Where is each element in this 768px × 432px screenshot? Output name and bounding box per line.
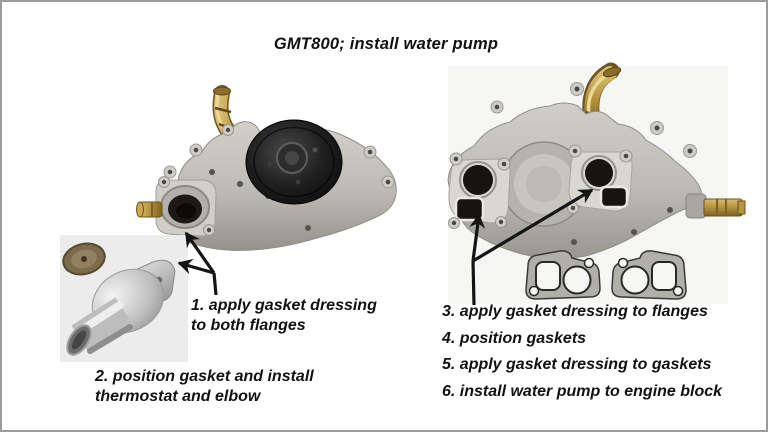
- bolt-ears: [490, 82, 697, 245]
- step-4-label: 4. position gaskets: [442, 329, 587, 347]
- step-3-label: 3. apply gasket dressing to flanges: [442, 303, 708, 320]
- water-pump-front-photo: [136, 85, 397, 251]
- pulley: [245, 119, 343, 205]
- thermostat-flange: [155, 176, 217, 237]
- thermostat-icon: [62, 242, 106, 276]
- right-flange: [567, 144, 633, 214]
- water-pump-rear-photo: [447, 62, 746, 304]
- step-5-label: 5. apply gasket dressing to gaskets: [442, 356, 712, 373]
- thermostat-elbow-photo: [60, 235, 188, 362]
- elbow-pipe: [66, 297, 133, 356]
- step-1-line-2: to both flanges: [191, 316, 306, 334]
- step-1-label: 1. apply gasket dressing to both flanges: [191, 296, 377, 335]
- step-6-label: 6. install water pump to engine block: [442, 382, 723, 400]
- steps-3-to-6: 3. apply gasket dressing to flanges 4. p…: [442, 299, 722, 405]
- gasket-left: [525, 250, 601, 300]
- brass-fitting-icon: [685, 193, 746, 219]
- brass-fitting-icon: [136, 201, 163, 218]
- bolt-ears: [163, 124, 395, 231]
- step-1-line-1: 1. apply gasket dressing: [191, 297, 377, 314]
- step-2-line-2: thermostat and elbow: [95, 387, 261, 405]
- page-title: GMT800; install water pump: [273, 35, 499, 53]
- left-flange: [448, 152, 511, 229]
- gasket-right: [611, 250, 687, 300]
- step-2-line-1: 2. position gasket and install: [95, 368, 314, 385]
- step-2-label: 2. position gasket and install thermosta…: [95, 367, 314, 406]
